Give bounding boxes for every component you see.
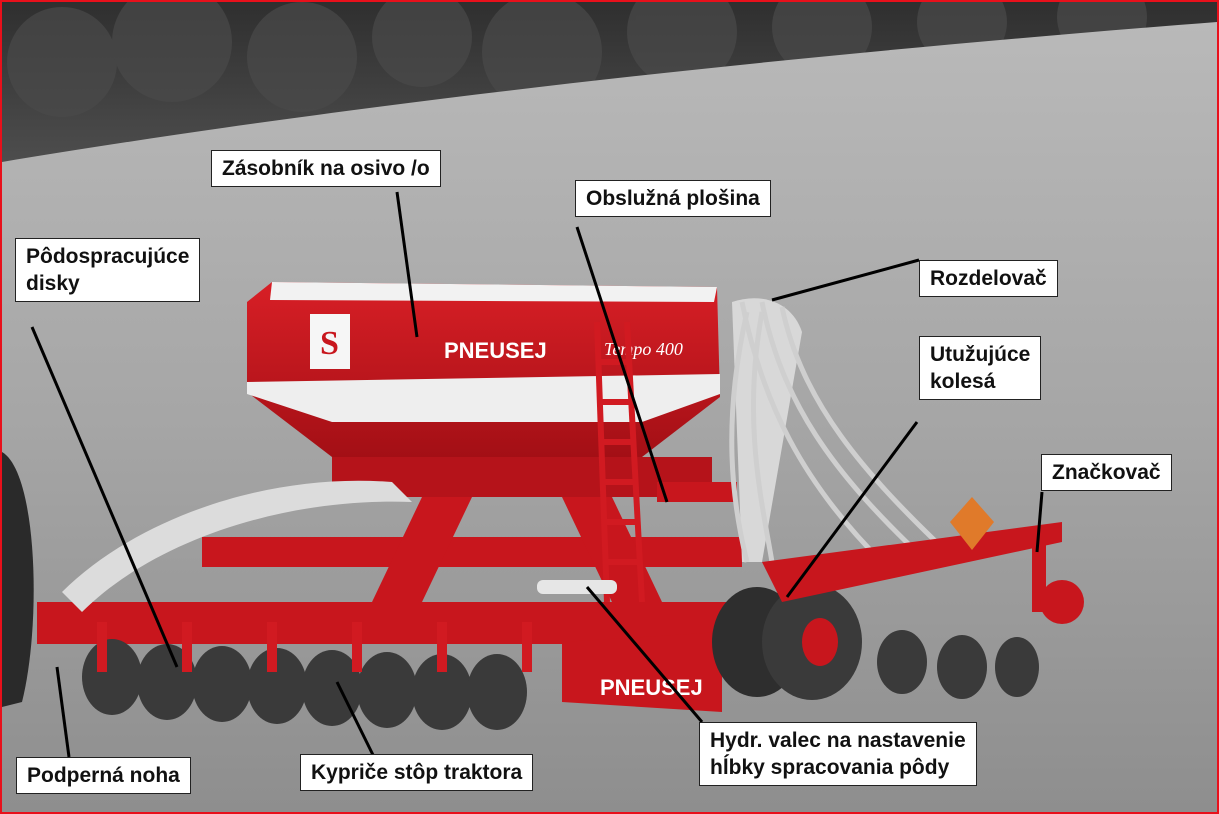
service-platform-ladder [594,321,645,603]
label-hydraulic-cylinder: Hydr. valec na nastavenie hĺbky spracova… [699,722,977,786]
label-distributor: Rozdelovač [919,260,1058,297]
leader-marker [1035,491,1044,553]
label-press-wheels: Utužujúce kolesá [919,336,1042,400]
leader-tillage-discs [30,326,179,668]
hopper-logo-letter: S [320,325,339,362]
leader-support-leg [55,666,71,758]
label-marker: Značkovač [1041,454,1172,491]
leader-distributor [771,258,920,302]
hopper-brand-text: PNEUSEJ [444,338,547,363]
leader-track-looseners [335,681,376,758]
tractor-wheel [2,452,34,707]
label-track-looseners: Kypriče stôp traktora [300,754,534,791]
hopper-logo [310,314,350,369]
label-seed-hopper: Zásobník na osivo /o [211,150,441,187]
marker-disc [1040,580,1084,624]
press-wheel-hub [802,618,838,666]
seed-hoses [729,301,954,564]
frame-brand-text: PNEUSEJ [600,675,703,700]
hopper-pipe [62,480,412,612]
side-plate [562,632,722,712]
hopper-model-text: Tempo 400 [604,339,683,359]
upper-frame [202,537,742,567]
rear-frame [762,522,1062,602]
frame-brace [372,497,472,602]
label-tillage-discs: Pôdospracujúce disky [15,238,201,302]
leader-seed-hopper [395,191,419,338]
distributor-tower [732,298,802,562]
rear-discs [877,630,1039,699]
leader-service-platform [575,226,669,503]
hopper-lid [270,282,717,302]
label-support-leg: Podperná noha [16,757,191,794]
disc-brackets [97,622,532,672]
tillage-disc-row [82,639,527,730]
service-platform [657,482,737,502]
leader-hydraulic-cylinder [585,586,704,723]
hydraulic-cylinder [537,580,617,594]
frame-brace-2 [562,497,662,602]
leader-press-wheels [785,421,919,598]
label-service-platform: Obslužná plošina [575,180,771,217]
warning-sign [950,497,994,550]
